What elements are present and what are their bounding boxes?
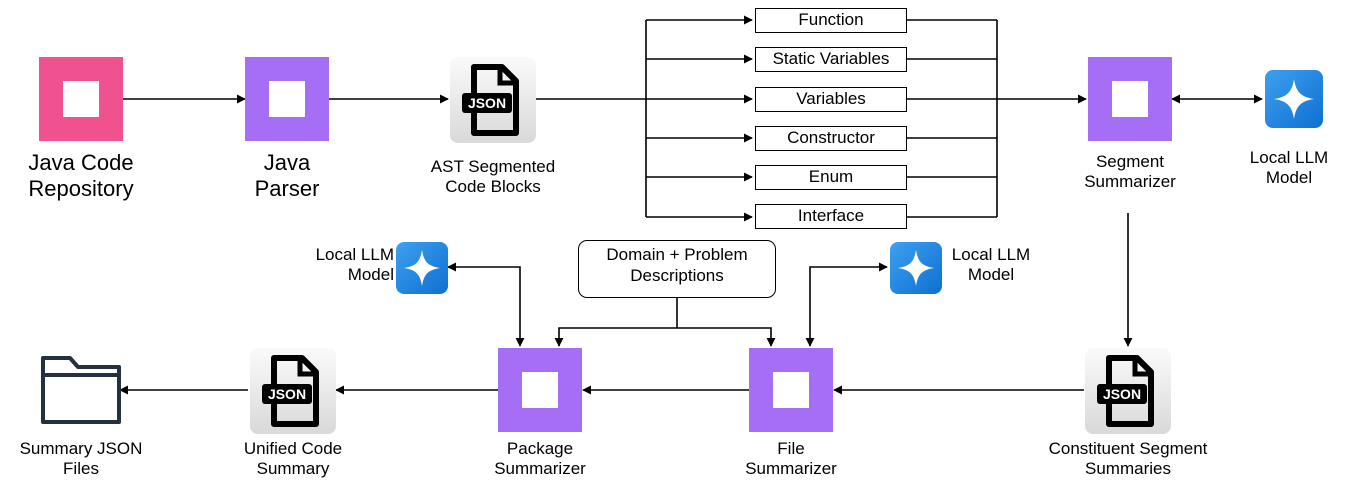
java-parser-label-line2: Parser xyxy=(254,175,320,201)
llm-left-label-line2: Model xyxy=(347,265,394,285)
llm-left-label-line1: Local LLM xyxy=(315,245,394,264)
ast-json-file-icon: JSON xyxy=(450,57,536,143)
ast-label-line1: AST Segmented xyxy=(430,157,556,176)
summary-files-label: Summary JSON Files xyxy=(0,439,162,479)
constituent-label: Constituent Segment Summaries xyxy=(1033,439,1223,479)
segment-summarizer-label-line1: Segment xyxy=(1095,152,1165,171)
unified-label: Unified Code Summary xyxy=(213,439,373,479)
file-summarizer-node xyxy=(749,348,833,432)
unified-json-file-icon: JSON xyxy=(250,348,336,434)
llm-top-label-line2: Model xyxy=(1265,168,1313,188)
ast-json-badge: JSON xyxy=(468,95,506,111)
package-summarizer-label-line2: Summarizer xyxy=(494,459,586,479)
ast-label-line2: Code Blocks xyxy=(445,177,541,197)
segment-enum: Enum xyxy=(755,165,907,190)
segment-constructor: Constructor xyxy=(755,126,907,151)
java-repo-node xyxy=(39,57,123,141)
unified-json-badge: JSON xyxy=(268,386,306,402)
segment-variables: Variables xyxy=(755,87,907,112)
unified-label-line1: Unified Code xyxy=(243,439,343,458)
segment-summarizer-label: Segment Summarizer xyxy=(1050,152,1210,192)
java-repo-label-line2: Repository xyxy=(28,175,134,201)
llm-right-sparkle-icon xyxy=(890,242,942,294)
ast-label: AST Segmented Code Blocks xyxy=(408,157,578,197)
package-summarizer-node xyxy=(498,348,582,432)
java-parser-node xyxy=(245,57,329,141)
java-repo-label: Java Code Repository xyxy=(0,150,162,202)
llm-left-label: Local LLM Model xyxy=(284,245,394,285)
file-summarizer-label-line1: File xyxy=(777,439,805,458)
constituent-label-line2: Summaries xyxy=(1085,459,1171,479)
segment-summarizer-label-line2: Summarizer xyxy=(1084,172,1176,192)
unified-label-line2: Summary xyxy=(256,459,330,479)
package-summarizer-label-line1: Package xyxy=(506,439,574,458)
llm-top-label: Local LLM Model xyxy=(1224,148,1354,188)
file-summarizer-label-line2: Summarizer xyxy=(745,459,837,479)
folder-icon xyxy=(41,356,121,424)
java-parser-label-line1: Java xyxy=(263,150,311,175)
arrow-domain-to-package xyxy=(554,327,677,347)
arrow-domain-to-file xyxy=(677,327,776,347)
summary-files-label-line1: Summary JSON xyxy=(19,439,143,458)
java-repo-label-line1: Java Code xyxy=(28,150,134,175)
segment-summarizer-node xyxy=(1088,57,1172,141)
segment-function: Function xyxy=(755,8,907,33)
arrow-package-llm xyxy=(447,262,525,347)
file-summarizer-label: File Summarizer xyxy=(711,439,871,479)
llm-top-label-line1: Local LLM xyxy=(1249,148,1329,167)
llm-right-label: Local LLM Model xyxy=(936,245,1046,285)
domain-box-line2: Descriptions xyxy=(630,266,724,286)
constituent-label-line1: Constituent Segment xyxy=(1048,439,1208,458)
llm-right-label-line1: Local LLM xyxy=(951,245,1031,264)
segment-static-variables: Static Variables xyxy=(755,47,907,72)
summary-files-label-line2: Files xyxy=(63,459,99,479)
llm-right-label-line2: Model xyxy=(967,265,1015,285)
llm-left-sparkle-icon xyxy=(396,242,448,294)
domain-problem-box: Domain + Problem Descriptions xyxy=(578,240,776,298)
java-parser-label: Java Parser xyxy=(207,150,367,202)
package-summarizer-label: Package Summarizer xyxy=(460,439,620,479)
constituent-json-badge: JSON xyxy=(1103,386,1141,402)
arrow-file-llm xyxy=(805,262,888,347)
constituent-json-file-icon: JSON xyxy=(1085,348,1171,434)
segment-interface: Interface xyxy=(755,204,907,229)
llm-top-sparkle-icon xyxy=(1265,70,1323,128)
domain-box-line1: Domain + Problem xyxy=(606,245,748,264)
